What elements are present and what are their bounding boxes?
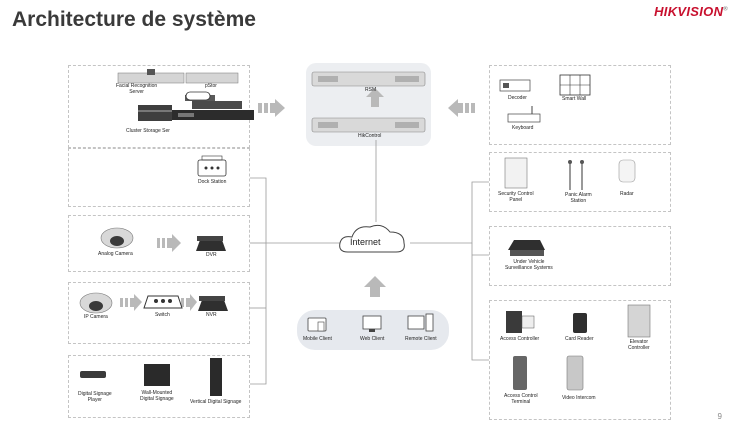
label-decoder: Decoder [508, 95, 527, 101]
wall-signage-icon [144, 364, 170, 386]
uvss-icon [508, 240, 545, 256]
label-remote-client: Remote Client [405, 336, 437, 342]
ip-group [68, 282, 250, 344]
remote-client-icon [407, 313, 434, 332]
label-ac-terminal: Access Control Terminal [504, 393, 538, 405]
rsm-server-icon [311, 71, 426, 87]
dvr-icon [196, 236, 226, 251]
label-card-reader: Card Reader [565, 336, 594, 342]
smart-wall-icon [559, 74, 591, 96]
label-dvr: DVR [206, 252, 217, 258]
label-wall-signage: Wall-Mounted Digital Signage [140, 390, 174, 402]
hikcontrol-server-icon [311, 117, 426, 133]
keyboard-icon [507, 106, 541, 123]
label-radar: Radar [620, 191, 634, 197]
label-facial-server: Facial Recognition Server [116, 83, 158, 95]
label-web-client: Web Client [360, 336, 385, 342]
label-hikcontrol: HikControl [358, 133, 382, 139]
nvr-icon [198, 296, 228, 311]
label-internet: Internet [350, 237, 381, 247]
decoder-group [489, 65, 671, 145]
label-switch: Switch [155, 312, 170, 318]
dock-station-icon [197, 155, 227, 177]
facial-server-icon [117, 69, 185, 84]
decoder-icon [499, 79, 531, 92]
label-mobile-client: Mobile Client [303, 336, 332, 342]
cluster-storage-icon [138, 105, 172, 121]
label-access-controller: Access Controller [500, 336, 540, 342]
internet-cloud-icon [339, 224, 405, 253]
panic-alarm-icon [568, 160, 584, 190]
label-cluster-storage: Cluster Storage Ser [126, 128, 170, 134]
label-panic-alarm: Panic Alarm Station [565, 192, 592, 204]
mobile-client-icon [307, 317, 327, 332]
label-video-intercom: Video Intercom [562, 395, 596, 401]
label-nvr: NVR [206, 312, 217, 318]
access-group [489, 300, 671, 420]
label-security-panel: Security Control Panel [498, 191, 534, 203]
signage-player-icon [80, 371, 106, 378]
decoder-left-arrow [448, 99, 475, 117]
client-up-arrow [364, 276, 386, 297]
web-client-icon [362, 315, 382, 332]
alarm-group [489, 152, 671, 212]
label-elevator-controller: Elevator Controller [628, 339, 650, 351]
page-title: Architecture de système [12, 8, 256, 31]
ac-terminal-icon [513, 356, 527, 390]
server-right-arrow [258, 99, 285, 117]
analog-group [68, 215, 250, 272]
analog-right-arrow [157, 234, 181, 252]
label-smart-wall: Smart Wall [562, 96, 587, 102]
page-number: 9 [717, 412, 722, 421]
access-controller-icon [506, 311, 535, 333]
label-dock-station: Dock Station [198, 179, 227, 185]
pstor-disk-icon [185, 91, 211, 101]
card-reader-icon [573, 313, 587, 333]
label-uvss: Under Vehicle Surveillance Systems [505, 259, 553, 271]
elevator-controller-icon [627, 304, 651, 338]
label-vertical-signage: Vertical Digital Signage [190, 399, 242, 405]
radar-icon [618, 159, 636, 183]
label-rsm: RSM [365, 87, 377, 93]
ip-camera-icon [79, 292, 113, 314]
video-intercom-icon [566, 355, 584, 391]
switch-icon [143, 295, 183, 309]
pstor-server-icon [185, 72, 239, 84]
label-analog-camera: Analog Camera [98, 251, 133, 257]
ip-right-arrow [120, 294, 197, 311]
signage-group [68, 355, 250, 418]
rack-server-icon [172, 95, 254, 120]
brand-logo: HIKVISION® [654, 4, 728, 19]
vertical-signage-icon [210, 358, 222, 396]
label-signage-player: Digital Signage Player [78, 391, 112, 403]
rsm-up-arrow [366, 88, 384, 107]
label-keyboard: Keyboard [512, 125, 534, 131]
label-ip-camera: IP Camera [84, 314, 108, 320]
dock-group [68, 148, 250, 207]
server-group [68, 65, 250, 148]
connection-lines [250, 140, 489, 385]
analog-camera-icon [100, 227, 134, 249]
uvss-group [489, 226, 671, 286]
label-pstor: pStor [205, 83, 217, 89]
security-panel-icon [504, 157, 528, 189]
